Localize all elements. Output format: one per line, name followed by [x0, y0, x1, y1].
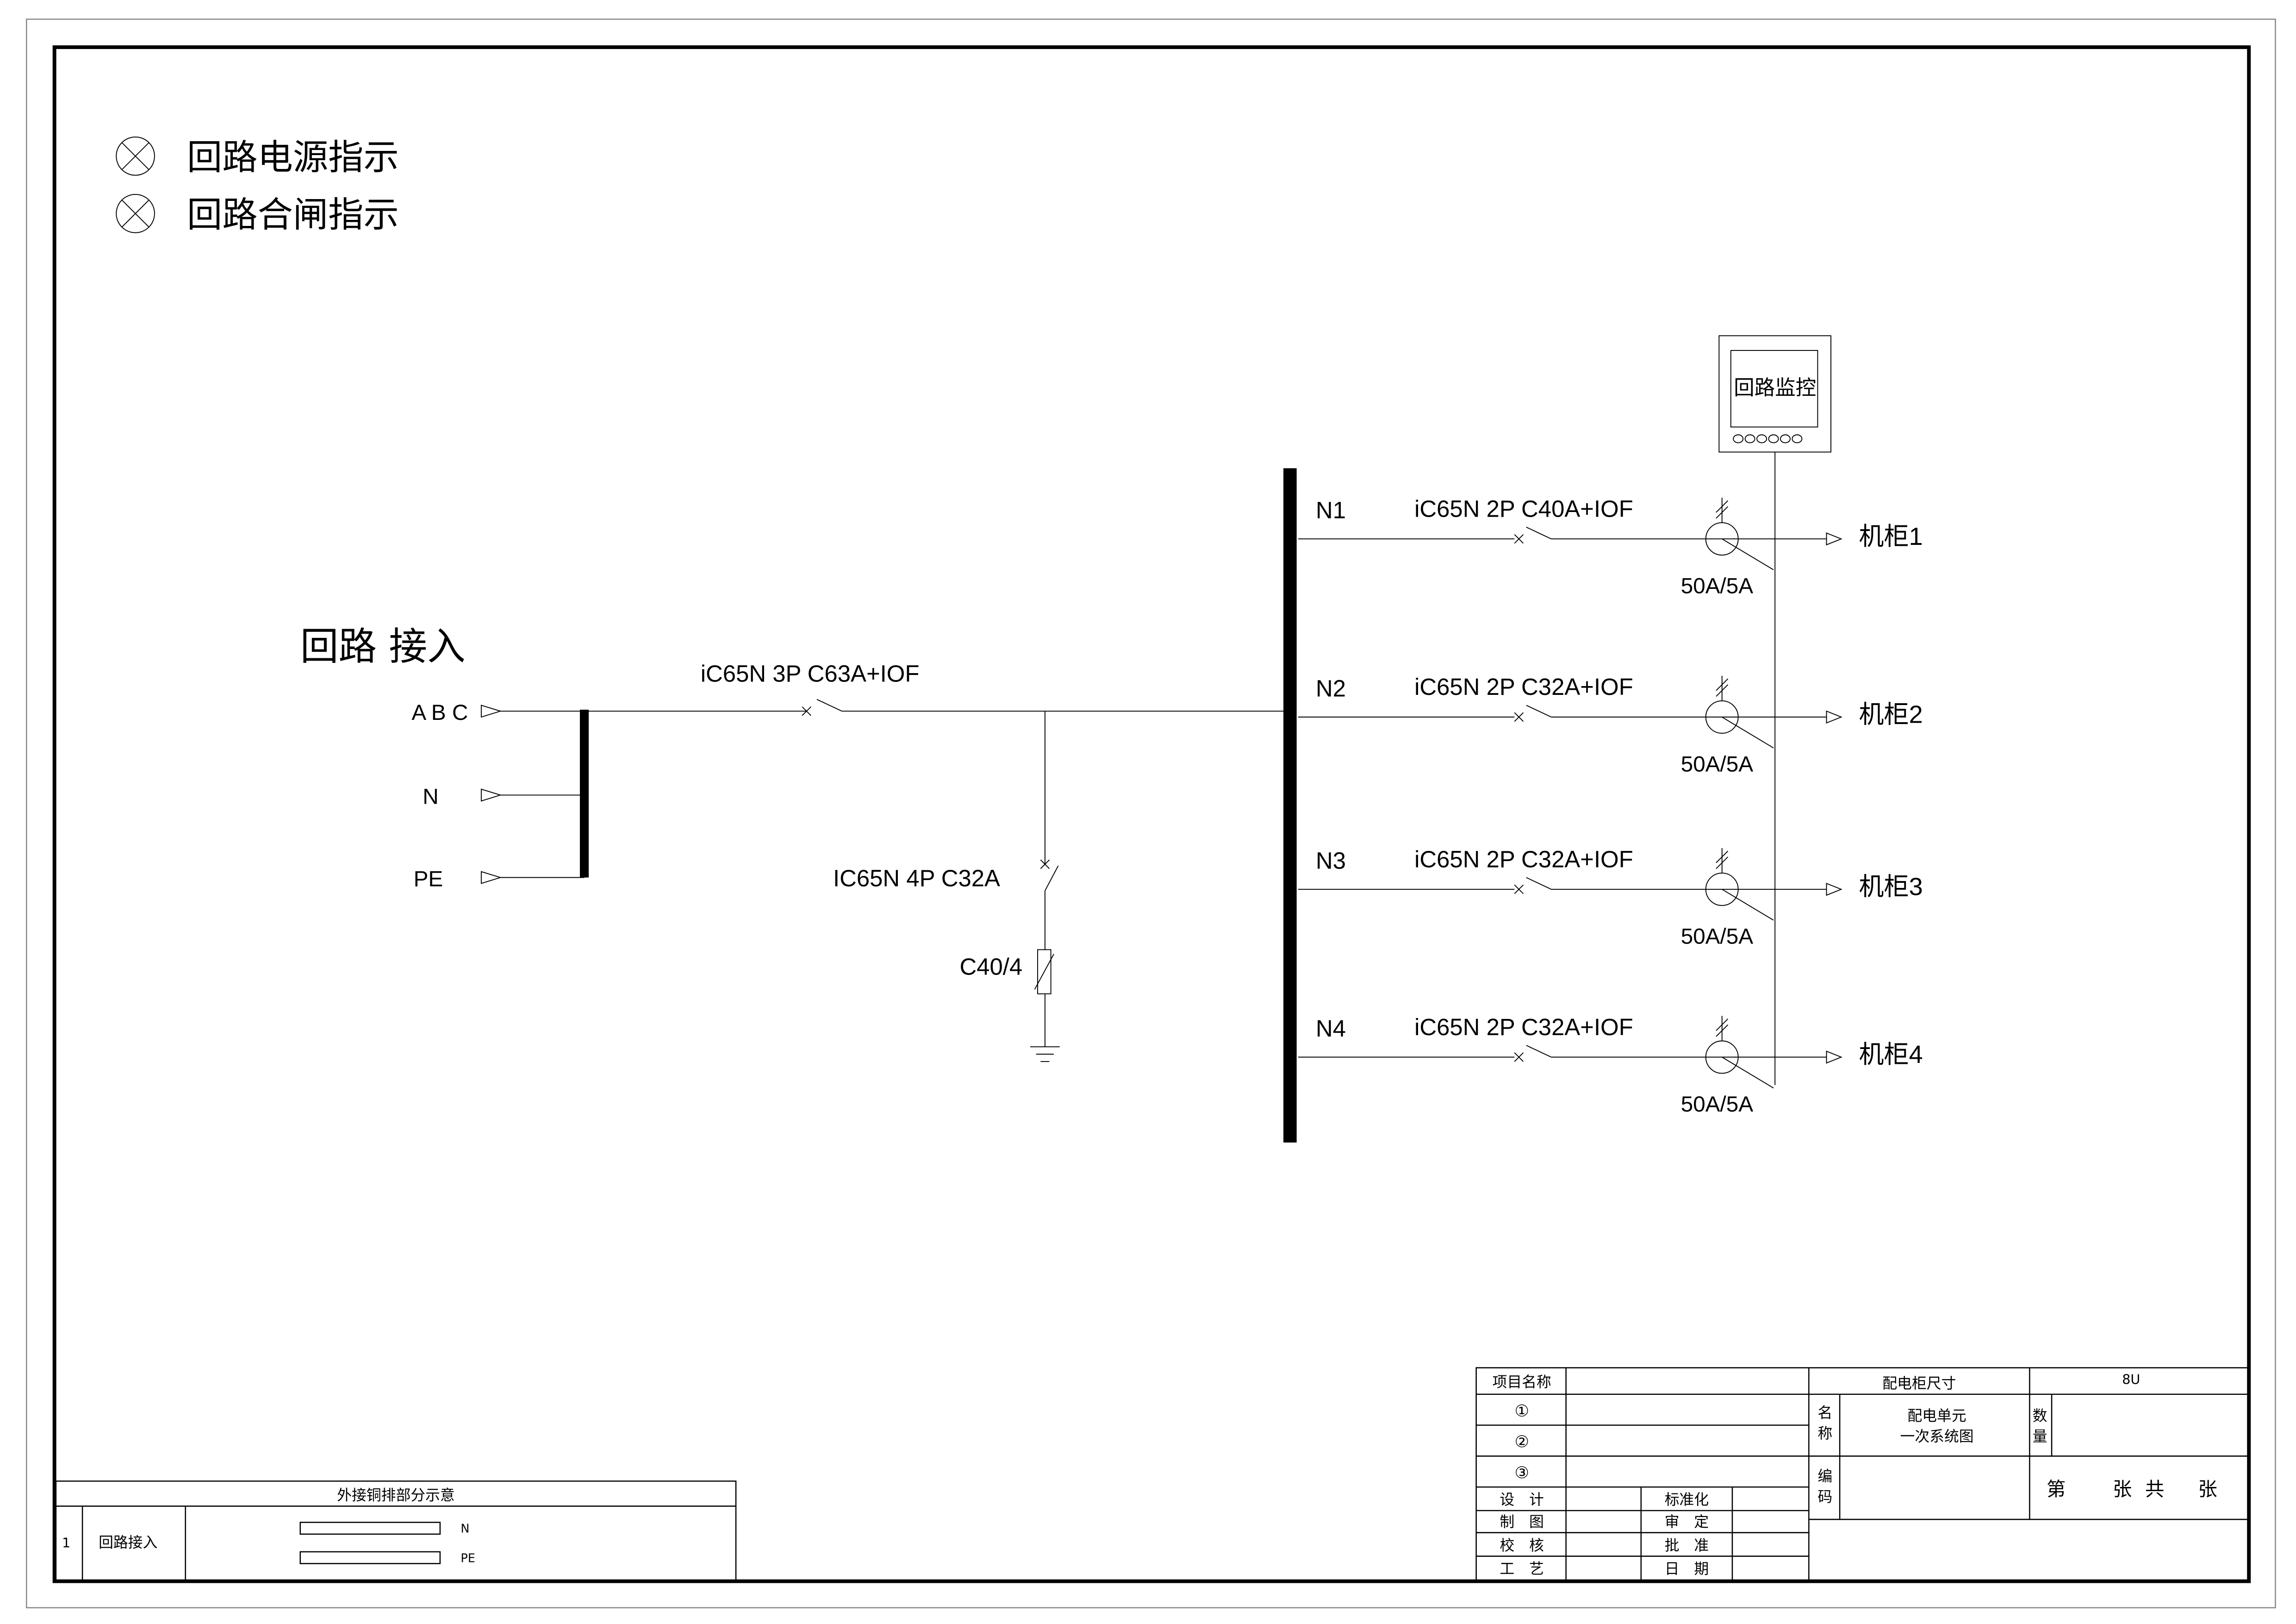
- load-label: 机柜3: [1859, 873, 1923, 901]
- sign-standard: 标准化: [1665, 1491, 1709, 1508]
- sign-review: 审 定: [1665, 1513, 1709, 1530]
- main-breaker-label: iC65N 3P C63A+IOF: [701, 661, 920, 687]
- busbar-n-label: N: [460, 1522, 469, 1536]
- arrow-icon: [1826, 1050, 1842, 1064]
- sign-process: 工 艺: [1500, 1561, 1544, 1578]
- breaker-blade: [1526, 1045, 1552, 1058]
- branch-breaker-label: iC65N 2P C40A+IOF: [1414, 495, 1633, 522]
- sign-date: 日 期: [1665, 1561, 1709, 1578]
- name-value-1: 配电单元: [1907, 1407, 1966, 1424]
- legend-label: 回路电源指示: [187, 137, 399, 178]
- sign-design: 设 计: [1500, 1491, 1544, 1508]
- sign-approve: 批 准: [1665, 1537, 1709, 1554]
- item-2-label: ②: [1515, 1433, 1529, 1451]
- drawing-frame: [52, 45, 2251, 1583]
- legend-closing-indicator: 回路合闸指示: [116, 194, 399, 235]
- busbar-row-number: 1: [62, 1535, 70, 1550]
- spd-breaker-label: IC65N 4P C32A: [833, 865, 1000, 892]
- qty-label-2: 量: [2033, 1428, 2047, 1445]
- code-label-1: 编: [1817, 1468, 1832, 1485]
- phase-label-abc: A B C: [411, 700, 468, 725]
- spd-branch: [1030, 711, 1060, 1062]
- incoming-busbar: [579, 709, 589, 878]
- outer-border: [25, 19, 2276, 1609]
- surge-arrester-icon: [1037, 949, 1052, 994]
- ct-ratio-label: 50A/5A: [1681, 752, 1754, 777]
- branch-circuit-n1: N1 iC65N 2P C40A+IOF 50A/5A 机柜1: [1298, 495, 1923, 599]
- incoming-title: 回路 接入: [300, 625, 466, 669]
- sign-check: 校 核: [1500, 1537, 1544, 1554]
- sheet-label-3: 共: [2145, 1478, 2164, 1500]
- sheet-label-4: 张: [2198, 1478, 2217, 1500]
- sheet-label-2: 张: [2113, 1478, 2132, 1500]
- branch-id-label: N1: [1316, 497, 1346, 524]
- circuit-monitor: 回路监控: [1718, 335, 1832, 1085]
- branch-circuit-n4: N4 iC65N 2P C32A+IOF 50A/5A 机柜4: [1298, 1014, 1923, 1117]
- busbar-n-icon: [299, 1522, 441, 1535]
- main-busbar: [1283, 468, 1297, 1143]
- legend-label: 回路合闸指示: [187, 194, 399, 235]
- branch-id-label: N3: [1316, 847, 1346, 874]
- busbar-table-title: 外接铜排部分示意: [337, 1487, 454, 1504]
- monitor-label: 回路监控: [1734, 376, 1816, 400]
- breaker-blade: [1526, 877, 1552, 890]
- item-1-label: ①: [1515, 1402, 1529, 1420]
- branch-breaker-label: iC65N 2P C32A+IOF: [1414, 674, 1633, 700]
- monitor-buttons: [1733, 434, 1803, 443]
- current-transformer-icon: [1705, 498, 1774, 570]
- ct-ratio-label: 50A/5A: [1681, 924, 1754, 949]
- branch-id-label: N2: [1316, 675, 1346, 701]
- indicator-lamp-icon: [116, 194, 155, 233]
- ct-ratio-label: 50A/5A: [1681, 574, 1754, 599]
- ct-ratio-label: 50A/5A: [1681, 1092, 1754, 1117]
- branch-circuit-n2: N2 iC65N 2P C32A+IOF 50A/5A 机柜2: [1298, 674, 1923, 777]
- arrow-icon: [1826, 710, 1842, 724]
- sheet-label-1: 第: [2047, 1478, 2066, 1500]
- qty-label-1: 数: [2033, 1407, 2047, 1424]
- code-label-2: 码: [1817, 1488, 1832, 1505]
- branch-breaker-label: iC65N 2P C32A+IOF: [1414, 1014, 1633, 1040]
- branch-id-label: N4: [1316, 1015, 1346, 1042]
- incoming-terminals: [480, 705, 589, 884]
- load-label: 机柜1: [1859, 523, 1923, 550]
- project-name-label: 项目名称: [1493, 1374, 1551, 1391]
- name-value-2: 一次系统图: [1900, 1428, 1974, 1445]
- arrow-icon: [1826, 882, 1842, 896]
- phase-label-pe: PE: [414, 867, 443, 892]
- main-breaker: [589, 699, 1285, 716]
- branch-circuit-n3: N3 iC65N 2P C32A+IOF 50A/5A 机柜3: [1298, 846, 1923, 949]
- spd-label: C40/4: [959, 953, 1022, 980]
- current-transformer-icon: [1705, 675, 1774, 749]
- busbar-row-name: 回路接入: [99, 1534, 157, 1551]
- current-transformer-icon: [1705, 848, 1774, 921]
- title-block: 项目名称 ① ② ③ 配电柜尺寸 8U 名 称 配电单元 一次系统图 数 量 编…: [1475, 1367, 2250, 1582]
- legend-power-indicator: 回路电源指示: [116, 137, 399, 178]
- branch-breaker-label: iC65N 2P C32A+IOF: [1414, 846, 1633, 872]
- name-label-2: 称: [1817, 1425, 1832, 1442]
- cabinet-size-value: 8U: [2122, 1371, 2140, 1387]
- breaker-blade: [1526, 526, 1552, 539]
- breaker-blade: [1526, 705, 1552, 718]
- sign-drawing: 制 图: [1500, 1513, 1544, 1530]
- phase-label-n: N: [423, 785, 438, 809]
- cabinet-size-label: 配电柜尺寸: [1882, 1375, 1956, 1392]
- item-3-label: ③: [1515, 1464, 1529, 1482]
- current-transformer-icon: [1705, 1016, 1774, 1089]
- load-label: 机柜4: [1859, 1041, 1923, 1068]
- name-label-1: 名: [1817, 1405, 1832, 1422]
- busbar-pe-icon: [299, 1551, 441, 1564]
- ground-icon: [1030, 1046, 1060, 1062]
- busbar-table: 外接铜排部分示意 1 回路接入 N PE: [55, 1480, 737, 1582]
- busbar-pe-label: PE: [460, 1551, 475, 1565]
- load-label: 机柜2: [1859, 701, 1923, 729]
- arrow-icon: [1826, 532, 1842, 546]
- indicator-lamp-icon: [116, 136, 155, 176]
